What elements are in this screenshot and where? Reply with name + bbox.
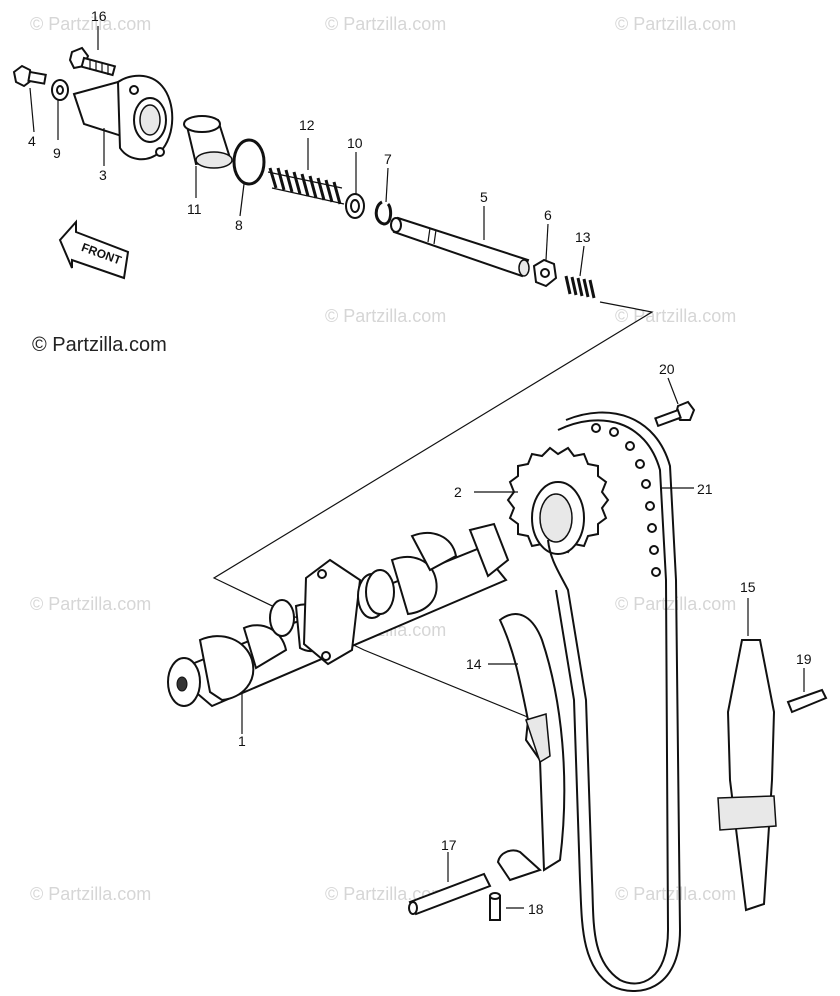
part-2-sprocket [506,446,610,555]
assembly-leader-line [212,301,654,719]
callout-8: 8 [235,217,243,233]
watermark: © Partzilla.com [325,306,446,326]
part-13-spring [564,275,596,299]
front-arrow-icon: FRONT [58,219,130,280]
callout-16: 16 [91,8,107,24]
part-8-oring [232,138,266,186]
callout-9: 9 [53,145,61,161]
part-12-spring [267,167,345,205]
callout-15: 15 [740,579,756,595]
part-9-washer [51,79,69,101]
callout-14: 14 [466,656,482,672]
part-11-sleeve [183,115,233,169]
watermark: © Partzilla.com [30,14,151,34]
watermark: © Partzilla.com [615,884,736,904]
callout-20: 20 [659,361,675,377]
watermark: © Partzilla.com [30,884,151,904]
callout-19: 19 [796,651,812,667]
part-14-chain-guide [496,613,566,882]
part-3-tensioner-body [72,74,174,161]
part-1-camshaft [167,522,510,708]
callout-10: 10 [347,135,363,151]
part-10-washer [345,193,365,219]
callout-3: 3 [99,167,107,183]
callout-6: 6 [544,207,552,223]
callout-7: 7 [384,151,392,167]
watermark: © Partzilla.com [30,594,151,614]
part-4-bolt [12,64,47,88]
part-17-pin [408,872,492,916]
callout-21: 21 [697,481,713,497]
callout-13: 13 [575,229,591,245]
callout-17: 17 [441,837,457,853]
copyright-label: © Partzilla.com [32,334,167,356]
callout-4: 4 [28,133,36,149]
part-21-chain [547,411,682,993]
part-6-nut [532,258,558,288]
callout-1: 1 [238,733,246,749]
callout-11: 11 [187,201,202,217]
part-16-bolt [68,46,117,77]
part-18-dowel [489,892,501,921]
callout-2: 2 [454,484,462,500]
part-15-chain-guide [717,639,777,912]
callout-5: 5 [480,189,488,205]
part-5-rod [390,216,530,278]
part-7-circlip [374,200,393,226]
callout-labels: 16 4 9 3 11 8 12 10 7 5 6 13 20 2 21 15 … [28,8,812,917]
part-20-bolt [654,400,696,428]
watermark: © Partzilla.com [615,14,736,34]
part-19-pin [786,688,828,714]
leader-lines [29,26,805,909]
watermark: © Partzilla.com [325,14,446,34]
callout-12: 12 [299,117,315,133]
callout-18: 18 [528,901,544,917]
